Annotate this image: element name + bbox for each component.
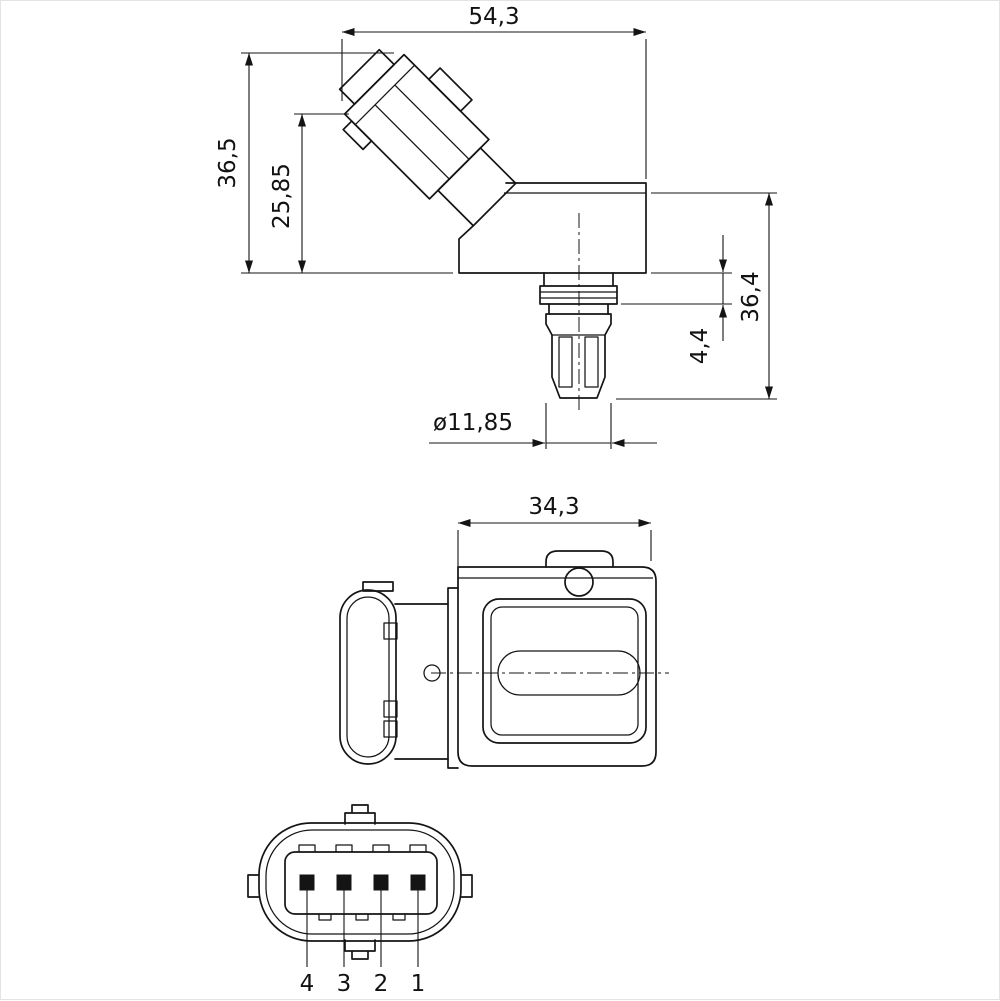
front-view: 34,3 bbox=[339, 494, 669, 769]
dim-overall-height-label: 36,5 bbox=[215, 137, 241, 188]
dim-collar-height-label: 4,4 bbox=[687, 328, 713, 365]
sensor-cover bbox=[482, 598, 647, 744]
dim-collar-height: 4,4 bbox=[621, 235, 732, 364]
connector-housing bbox=[343, 53, 490, 200]
dim-body-to-tip-label: 36,4 bbox=[738, 271, 764, 322]
pin-1 bbox=[410, 874, 426, 891]
shroud-key-ribs bbox=[383, 622, 398, 738]
housing-body-front bbox=[457, 566, 657, 767]
port-barb bbox=[545, 313, 612, 399]
connector-shroud bbox=[339, 589, 397, 765]
dim-extension-lines bbox=[616, 192, 777, 400]
dim-extension-lines bbox=[545, 403, 612, 449]
connector-face-outer bbox=[258, 822, 462, 942]
side-mounting-ears bbox=[247, 874, 473, 898]
connector-body-lines bbox=[394, 603, 449, 760]
sensor-outline-front bbox=[339, 550, 669, 769]
bottom-key-tab bbox=[344, 939, 376, 960]
mounting-hole bbox=[564, 567, 594, 597]
pin-4 bbox=[299, 874, 315, 891]
pin-label-4: 4 bbox=[300, 971, 315, 997]
pin-label-2: 2 bbox=[374, 971, 389, 997]
dim-overall-width-label: 54,3 bbox=[468, 4, 519, 30]
dim-body-to-tip: 36,4 bbox=[616, 192, 777, 400]
connector-flange bbox=[447, 587, 459, 769]
dim-port-diameter: ø11,85 bbox=[429, 403, 657, 449]
angled-connector bbox=[338, 48, 517, 227]
mounting-ear bbox=[545, 550, 614, 568]
dim-overall-width: 54,3 bbox=[341, 4, 647, 179]
sensor-outline-side bbox=[338, 48, 647, 413]
side-view: 54,3 36,5 25,85 36,4 4,4 bbox=[215, 4, 777, 449]
dim-connector-offset: 25,85 bbox=[269, 113, 349, 273]
cavity-key-notches bbox=[298, 844, 427, 921]
pin-3 bbox=[336, 874, 352, 891]
dim-connector-offset-label: 25,85 bbox=[269, 163, 295, 229]
dim-extension-lines bbox=[621, 272, 732, 305]
dim-overall-height: 36,5 bbox=[215, 52, 453, 274]
dim-extension-lines bbox=[457, 530, 652, 588]
dim-extension-lines bbox=[241, 52, 453, 274]
dim-port-diameter-label: ø11,85 bbox=[433, 410, 513, 436]
shroud-latch-tab bbox=[362, 581, 394, 592]
port-neck bbox=[548, 303, 609, 315]
pin-label-1: 1 bbox=[411, 971, 426, 997]
connector-face-view: 4 3 2 1 bbox=[247, 804, 473, 997]
port-slots bbox=[552, 334, 605, 388]
connector-face-inner bbox=[265, 829, 455, 935]
connector-neck bbox=[437, 147, 517, 227]
connector-shroud-inner bbox=[346, 596, 390, 758]
pin-label-3: 3 bbox=[337, 971, 352, 997]
dim-body-width: 34,3 bbox=[457, 494, 652, 588]
pin-leader-lines bbox=[306, 890, 419, 967]
housing-body bbox=[458, 182, 647, 274]
pin-cavity bbox=[284, 851, 438, 915]
pin-2 bbox=[373, 874, 389, 891]
top-latch-tab bbox=[344, 804, 376, 825]
connector-latch bbox=[427, 67, 473, 113]
connector-inner-lines bbox=[354, 64, 470, 180]
connector-mouth-collar bbox=[338, 48, 395, 105]
connector-key-rib bbox=[342, 120, 373, 151]
dim-body-width-label: 34,3 bbox=[528, 494, 579, 520]
sensor-cover-inner bbox=[490, 606, 639, 736]
